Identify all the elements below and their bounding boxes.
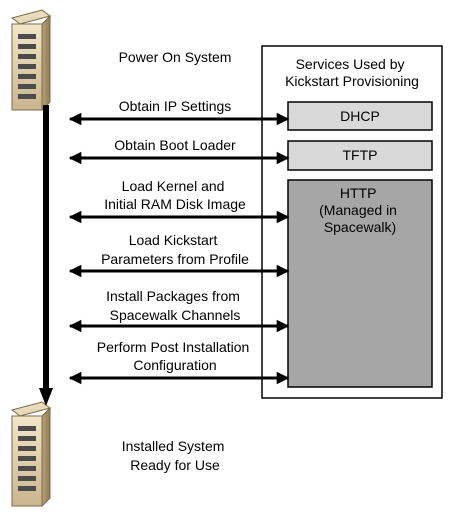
- service-tftp-label: TFTP: [343, 147, 378, 163]
- service-dhcp: DHCP: [287, 101, 433, 131]
- step-obtain-ip-settings: Obtain IP Settings: [68, 98, 290, 126]
- step-load-kickstart-parameters: Load Kickstart Parameters from Profile: [68, 232, 290, 278]
- svg-text:Obtain IP Settings: Obtain IP Settings: [119, 98, 232, 114]
- services-box-title: Services Used by Kickstart Provisioning: [285, 56, 419, 89]
- step-post-installation: Perform Post Installation Configuration: [68, 339, 290, 385]
- top-server-icon: [10, 9, 52, 112]
- svg-text:Obtain Boot Loader: Obtain Boot Loader: [114, 137, 236, 153]
- service-http: HTTP (Managed in Spacewalk): [287, 179, 433, 388]
- svg-text:Load Kickstart Parameter: Load Kickstart Parameters from Profile: [101, 232, 249, 267]
- step-install-packages: Install Packages from Spacewalk Channels: [68, 288, 290, 333]
- step-load-kernel: Load Kernel and Initial RAM Disk Image: [68, 178, 290, 224]
- svg-text:Install Packages from Sp: Install Packages from Spacewalk Channels: [106, 288, 244, 323]
- svg-text:Load Kernel and Initial: Load Kernel and Initial RAM Disk Image: [104, 178, 246, 212]
- bottom-server-label: Installed System Ready for Use: [122, 438, 229, 473]
- service-tftp: TFTP: [287, 140, 433, 171]
- service-http-label: HTTP (Managed in Spacewalk): [319, 185, 401, 235]
- top-server-label: Power On System: [119, 49, 232, 65]
- step-obtain-boot-loader: Obtain Boot Loader: [68, 137, 290, 165]
- svg-text:Perform Post Installation: Perform Post Installation Configuration: [97, 339, 253, 373]
- service-dhcp-label: DHCP: [340, 108, 380, 124]
- vertical-flow-arrow: [39, 105, 53, 406]
- bottom-server-icon: [10, 401, 52, 508]
